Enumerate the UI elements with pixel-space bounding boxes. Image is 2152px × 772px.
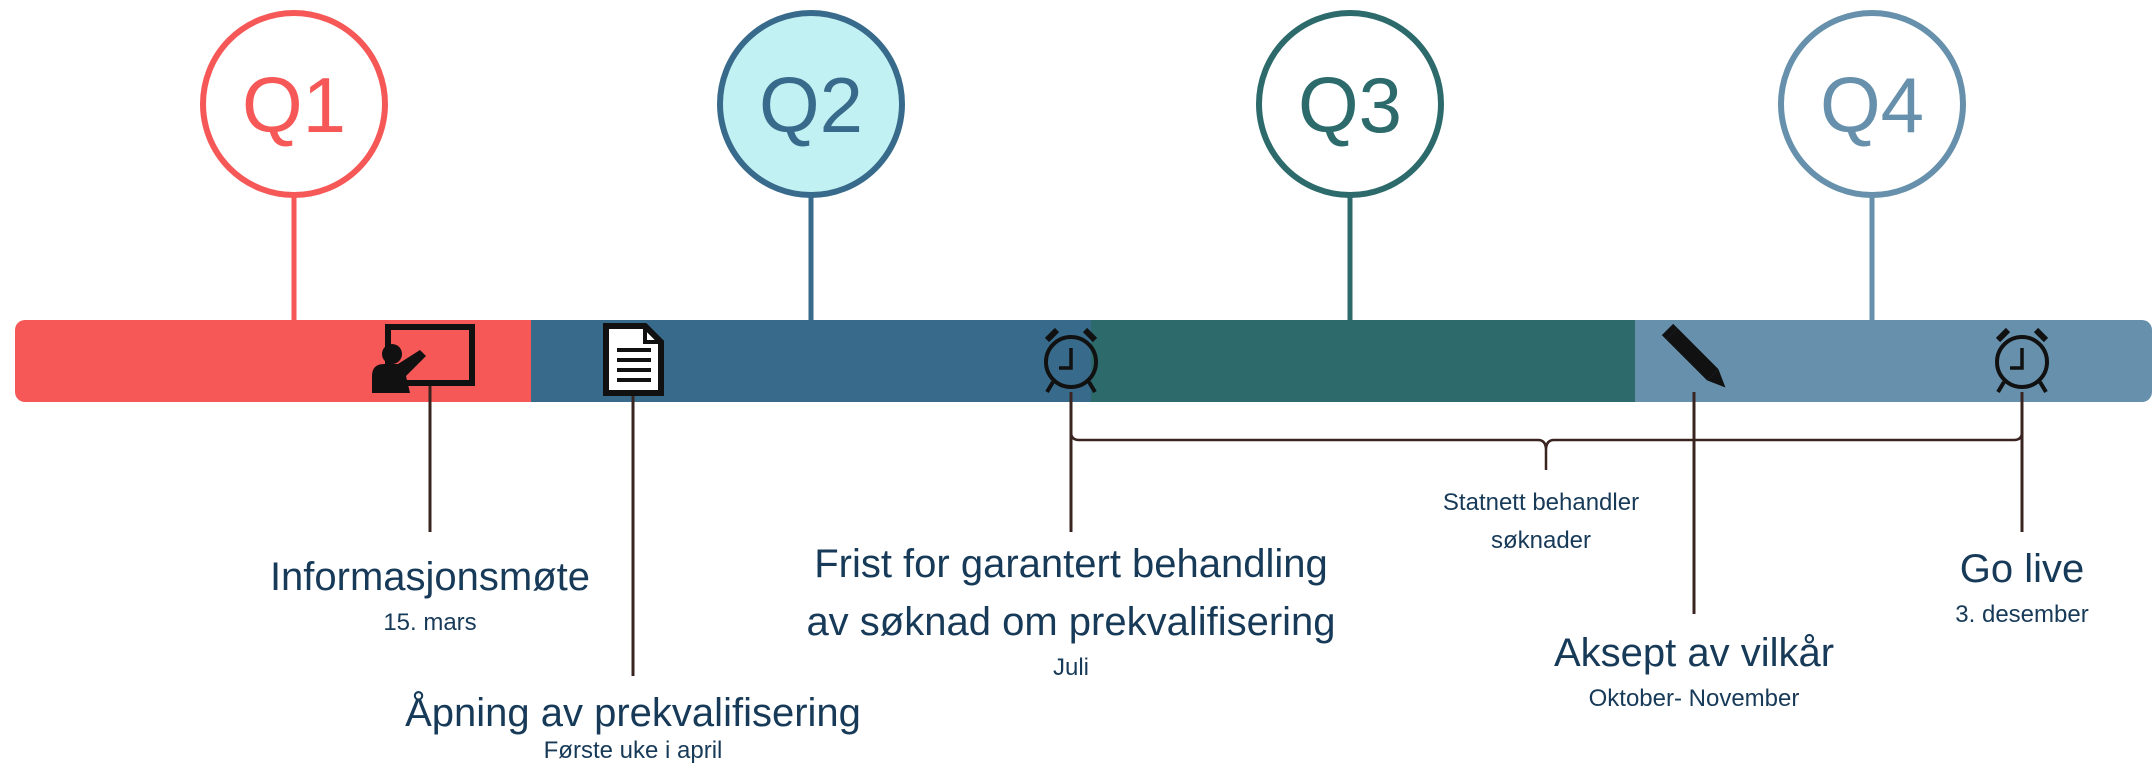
quarter-q1: Q1 [200,10,388,198]
alarm-clock-icon [1044,327,1098,394]
document-icon [603,323,664,396]
milestone-aksept: Aksept av vilkår Oktober- November [1494,624,1894,716]
quarter-q1-label: Q1 [242,61,346,149]
milestone-date: Første uke i april [543,737,723,764]
milestone-title-line2: av søknad om prekvalifisering [806,600,1336,644]
milestone-date: Juli [1052,654,1089,681]
quarter-q4: Q4 [1778,10,1966,198]
span-label-line1: Statnett behandler [1442,489,1640,516]
milestone-apning: Åpning av prekvalifisering Første uke i … [333,684,933,768]
quarter-q4-label: Q4 [1820,61,1924,149]
bar-segment-q1 [15,320,570,402]
pencil-icon [1661,323,1726,388]
milestone-title-line1: Frist for garantert behandling [814,542,1328,586]
milestone-frist: Frist for garantert behandling av søknad… [741,535,1401,685]
presentation-icon [372,324,475,393]
span-label: Statnett behandler søknader [1391,484,1691,560]
milestone-title: Go live [1959,547,2085,591]
span-label-line2: søknader [1490,527,1592,554]
milestone-title: Åpning av prekvalifisering [405,691,861,735]
quarter-q2-label: Q2 [759,61,863,149]
alarm-clock-icon [1995,327,2049,394]
milestone-date: 3. desember [1955,601,2089,628]
milestone-date: Oktober- November [1588,685,1800,712]
bar-segment-q3 [1070,320,1635,402]
span-brace [1069,410,2024,470]
milestone-title: Informasjonsmøte [269,555,591,599]
quarter-q2: Q2 [717,10,905,198]
quarter-q3: Q3 [1256,10,1444,198]
milestone-informasjonsmote: Informasjonsmøte 15. mars [230,548,630,640]
milestone-date: 15. mars [383,609,477,636]
bar-segment-q4 [1620,320,2152,402]
milestone-go-live: Go live 3. desember [1872,540,2152,632]
milestone-title: Aksept av vilkår [1553,631,1835,675]
quarter-q3-label: Q3 [1298,61,1402,149]
